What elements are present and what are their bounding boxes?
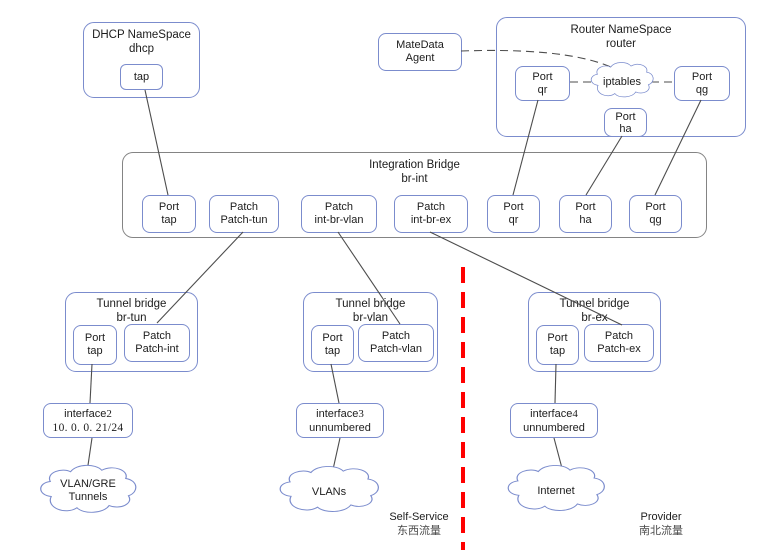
- dhcp-tap-port: tap: [120, 64, 163, 90]
- metadata-agent-box: MateData Agent: [378, 33, 462, 71]
- interface3-box: interface3 unnumbered: [296, 403, 384, 438]
- br-tun-title: Tunnel bridge: [96, 298, 167, 310]
- brint-patch-int-br-ex: Patch int-br-ex: [394, 195, 468, 233]
- br-tun-patch-patch-int: Patch Patch-int: [124, 324, 190, 362]
- iptables-cloud-label: iptables: [603, 76, 641, 88]
- interface3-label: interface3: [316, 407, 364, 420]
- vlan-gre-tunnels-cloud-label: VLAN/GRE Tunnels: [60, 478, 116, 503]
- dhcp-namespace-title: DHCP NameSpace: [92, 29, 191, 41]
- interface2-ip: 10. 0. 0. 21/24: [52, 421, 124, 434]
- br-ex-patch-patch-ex: Patch Patch-ex: [584, 324, 654, 362]
- interface4-box: interface4 unnumbered: [510, 403, 598, 438]
- br-ex-name: br-ex: [581, 312, 608, 324]
- br-vlan-name: br-vlan: [352, 312, 389, 324]
- dhcp-namespace-name: dhcp: [129, 43, 154, 55]
- interface4-detail: unnumbered: [523, 421, 585, 434]
- router-namespace-name: router: [605, 38, 637, 50]
- br-ex-port-tap: Port tap: [536, 325, 579, 365]
- brint-port-tap: Port tap: [142, 195, 196, 233]
- router-namespace-title: Router NameSpace: [570, 24, 672, 36]
- br-vlan-port-tap: Port tap: [311, 325, 354, 365]
- provider-label: Provider: [640, 511, 682, 523]
- vlans-cloud-label: VLANs: [311, 486, 347, 498]
- router-port-qg: Port qg: [674, 66, 730, 101]
- interface2-label: interface2: [64, 407, 112, 420]
- brint-port-qr: Port qr: [487, 195, 540, 233]
- north-south-traffic-label: 南北流量: [639, 525, 683, 537]
- brint-patch-patch-tun: Patch Patch-tun: [209, 195, 279, 233]
- router-port-qr: Port qr: [515, 66, 570, 101]
- br-tun-port-tap: Port tap: [73, 325, 117, 365]
- interface4-label: interface4: [530, 407, 578, 420]
- br-tun-name: br-tun: [116, 312, 147, 324]
- dhcp-namespace-box: DHCP NameSpace dhcp tap: [83, 22, 200, 98]
- brint-port-qg: Port qg: [629, 195, 682, 233]
- integration-bridge-title: Integration Bridge: [369, 159, 460, 171]
- br-ex-title: Tunnel bridge: [559, 298, 630, 310]
- self-service-label: Self-Service: [389, 511, 449, 523]
- integration-bridge-name: br-int: [401, 173, 428, 185]
- link-interface3-to-cloud: [331, 437, 341, 475]
- internet-cloud-label: Internet: [537, 485, 575, 497]
- br-vlan-title: Tunnel bridge: [335, 298, 406, 310]
- link-interface2-to-cloud: [86, 437, 93, 473]
- link-interface4-to-cloud: [553, 437, 564, 473]
- integration-bridge-box: Integration Bridge br-int Port tap Patch…: [122, 152, 707, 238]
- brint-patch-int-br-vlan: Patch int-br-vlan: [301, 195, 377, 233]
- router-port-ha: Port ha: [604, 108, 647, 137]
- interface3-detail: unnumbered: [309, 421, 371, 434]
- tunnel-bridge-br-ex-box: Tunnel bridge br-ex Port tap Patch Patch…: [528, 292, 661, 372]
- br-vlan-patch-patch-vlan: Patch Patch-vlan: [358, 324, 434, 362]
- interface2-box: interface2 10. 0. 0. 21/24: [43, 403, 133, 438]
- tunnel-bridge-br-tun-box: Tunnel bridge br-tun Port tap Patch Patc…: [65, 292, 198, 372]
- east-west-traffic-label: 东西流量: [397, 525, 441, 537]
- brint-port-ha: Port ha: [559, 195, 612, 233]
- tunnel-bridge-br-vlan-box: Tunnel bridge br-vlan Port tap Patch Pat…: [303, 292, 438, 372]
